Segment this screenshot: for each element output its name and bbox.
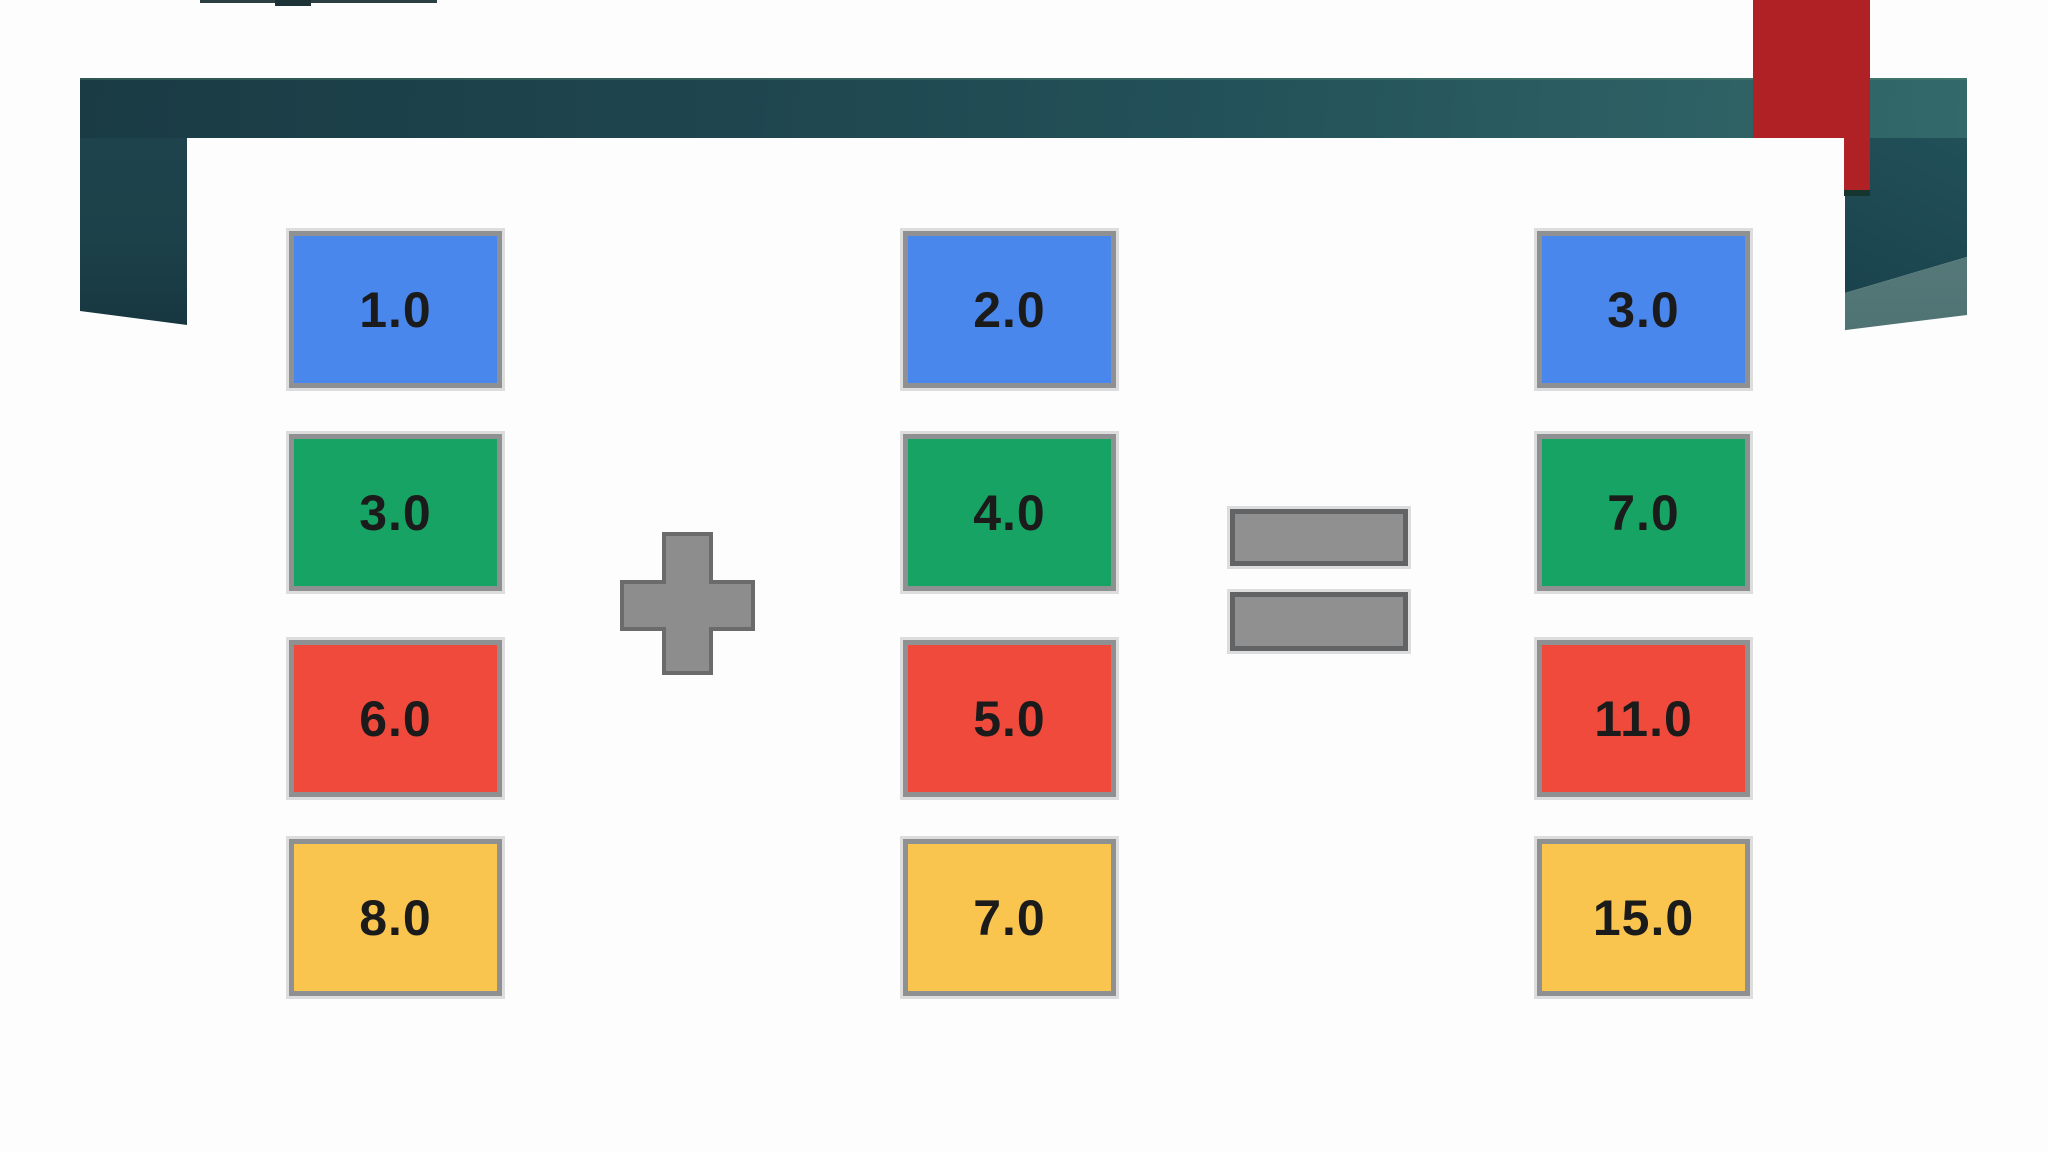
- left-vector-box-2: 3.0: [289, 434, 502, 591]
- equals-sign-icon-top-bar: [1230, 509, 1408, 566]
- equals-sign-icon-bottom-bar: [1230, 592, 1408, 651]
- middle-vector-box-3: 5.0: [903, 640, 1116, 797]
- left-vector-box-3: 6.0: [289, 640, 502, 797]
- result-vector-box-3: 11.0: [1537, 640, 1750, 797]
- left-vector-box-4: 8.0: [289, 839, 502, 996]
- red-ribbon: [1753, 0, 1870, 190]
- header-banner-left-tab: [80, 138, 187, 325]
- result-vector-box-1: 3.0: [1537, 231, 1750, 388]
- result-vector-box-2: 7.0: [1537, 434, 1750, 591]
- header-banner: [80, 78, 1967, 138]
- plus-operator: [620, 532, 755, 675]
- header-banner-right-tab: [1845, 138, 1967, 334]
- top-edge-accent-bump: [275, 0, 311, 6]
- plus-sign-icon: [620, 532, 755, 675]
- left-vector-box-1: 1.0: [289, 231, 502, 388]
- result-vector-box-4: 15.0: [1537, 839, 1750, 996]
- top-edge-accent-line: [200, 0, 437, 3]
- red-ribbon-shadow: [1844, 190, 1870, 196]
- middle-vector-box-4: 7.0: [903, 839, 1116, 996]
- middle-vector-box-2: 4.0: [903, 434, 1116, 591]
- middle-vector-box-1: 2.0: [903, 231, 1116, 388]
